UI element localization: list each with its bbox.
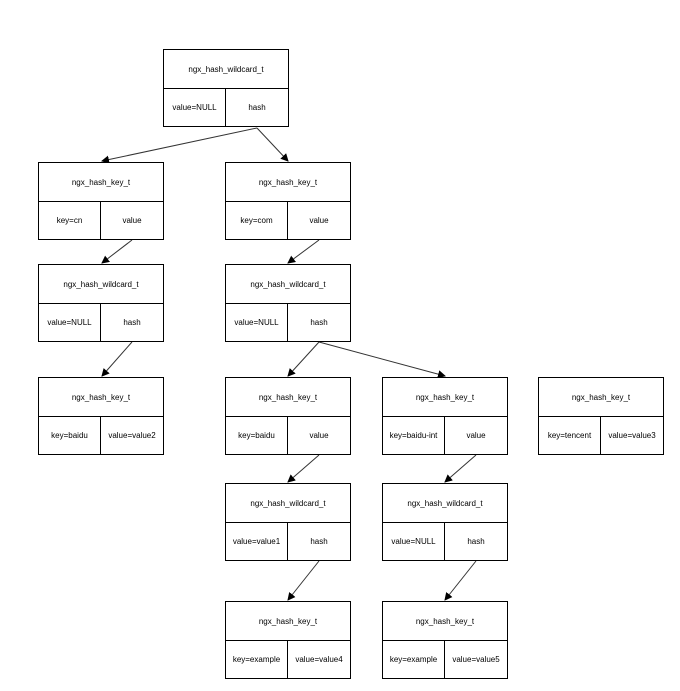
- node-right-field: value=value3: [608, 430, 656, 440]
- node-left-field: key=cn: [39, 201, 101, 239]
- edge-wildcard-com-to-key-baidu-int: [318, 341, 446, 379]
- node-left-field: value=NULL: [164, 88, 226, 126]
- edge-key-com-to-wildcard: [287, 239, 320, 264]
- node-title: ngx_hash_wildcard_t: [383, 484, 507, 523]
- node-key-example-value4: ngx_hash_key_t key=example value=value4: [225, 601, 351, 679]
- node-title: ngx_hash_wildcard_t: [226, 484, 350, 523]
- edge-wildcard-root-to-key-com: [256, 127, 289, 162]
- node-left-field: key=tencent: [539, 416, 601, 454]
- node-left-field: key=baidu: [39, 416, 101, 454]
- node-key-com: ngx_hash_key_t key=com value: [225, 162, 351, 240]
- edge-wildcard-root-to-key-cn: [101, 127, 258, 164]
- node-key-baidu-cn: ngx_hash_key_t key=baidu value=value2: [38, 377, 164, 455]
- edge-key-cn-to-wildcard: [101, 239, 133, 264]
- node-left-field: key=baidu-int: [383, 416, 445, 454]
- node-left-field: value=NULL: [226, 303, 288, 341]
- node-title: ngx_hash_key_t: [226, 602, 350, 641]
- node-left-field: value=NULL: [383, 522, 445, 560]
- node-key-cn: ngx_hash_key_t key=cn value: [38, 162, 164, 240]
- node-title: ngx_hash_key_t: [383, 378, 507, 417]
- node-left-field: value=value1: [226, 522, 288, 560]
- node-wildcard-baidu-int: ngx_hash_wildcard_t value=NULL hash: [382, 483, 508, 561]
- node-right-field: value: [309, 430, 329, 440]
- edge-wildcard-null-to-key-example: [444, 560, 477, 601]
- node-title: ngx_hash_wildcard_t: [39, 265, 163, 304]
- node-key-tencent: ngx_hash_key_t key=tencent value=value3: [538, 377, 664, 455]
- edge-wildcard-com-to-key-baidu: [287, 341, 320, 377]
- node-left-field: key=baidu: [226, 416, 288, 454]
- edge-key-baidu-int-to-wildcard: [444, 454, 477, 483]
- node-title: ngx_hash_key_t: [383, 602, 507, 641]
- node-wildcard-cn: ngx_hash_wildcard_t value=NULL hash: [38, 264, 164, 342]
- node-wildcard-com: ngx_hash_wildcard_t value=NULL hash: [225, 264, 351, 342]
- edge-wildcard-value1-to-key-example: [287, 560, 320, 601]
- node-title: ngx_hash_key_t: [226, 163, 350, 202]
- node-title: ngx_hash_key_t: [539, 378, 663, 417]
- node-right-field: hash: [248, 102, 266, 112]
- node-title: ngx_hash_wildcard_t: [164, 50, 288, 89]
- node-wildcard-value1: ngx_hash_wildcard_t value=value1 hash: [225, 483, 351, 561]
- node-key-baidu-int: ngx_hash_key_t key=baidu-int value: [382, 377, 508, 455]
- node-left-field: value=NULL: [39, 303, 101, 341]
- node-left-field: key=com: [226, 201, 288, 239]
- node-title: ngx_hash_key_t: [226, 378, 350, 417]
- node-right-field: value: [309, 215, 329, 225]
- node-title: ngx_hash_wildcard_t: [226, 265, 350, 304]
- node-right-field: value=value4: [295, 654, 343, 664]
- node-right-field: hash: [123, 317, 141, 327]
- node-title: ngx_hash_key_t: [39, 378, 163, 417]
- node-title: ngx_hash_key_t: [39, 163, 163, 202]
- node-right-field: hash: [467, 536, 485, 546]
- node-left-field: key=example: [383, 640, 445, 678]
- node-left-field: key=example: [226, 640, 288, 678]
- node-right-field: value=value5: [452, 654, 500, 664]
- node-right-field: hash: [310, 536, 328, 546]
- node-wildcard-root: ngx_hash_wildcard_t value=NULL hash: [163, 49, 289, 127]
- node-key-example-value5: ngx_hash_key_t key=example value=value5: [382, 601, 508, 679]
- node-right-field: value=value2: [108, 430, 156, 440]
- node-right-field: value: [466, 430, 486, 440]
- node-right-field: value: [122, 215, 142, 225]
- edge-wildcard-cn-to-key-baidu: [101, 341, 133, 377]
- node-right-field: hash: [310, 317, 328, 327]
- edge-key-baidu-to-wildcard: [287, 454, 320, 483]
- node-key-baidu-com: ngx_hash_key_t key=baidu value: [225, 377, 351, 455]
